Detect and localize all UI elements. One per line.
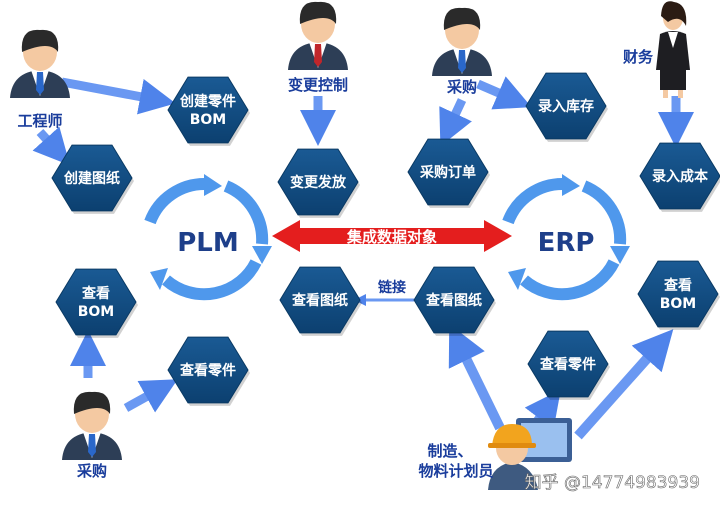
hex-view-parts-plm-shape: [167, 336, 249, 404]
integration-banner: 集成数据对象: [272, 220, 512, 252]
hex-purchase-order-label: 采购订单: [419, 164, 476, 181]
hex-create-parts-bom-label: BOM: [190, 112, 227, 128]
hex-cost-entry: 录入成本: [639, 142, 720, 212]
arrow-manufacturing-to-view-drawing: [448, 324, 505, 431]
role-purchasing-top: 采购: [446, 78, 477, 96]
hex-view-bom-plm-shape: [55, 268, 137, 336]
hex-create-drawing-shape: [51, 144, 133, 212]
hex-view-parts-erp-label: 查看零件: [540, 356, 596, 373]
manufacturing-figure: [488, 418, 572, 490]
hex-stock-entry-label: 录入库存: [538, 98, 594, 115]
hex-create-parts-bom-shape: [167, 76, 249, 144]
hex-stock-entry: 录入库存: [525, 72, 608, 142]
plm-cycle-heads: [150, 174, 272, 290]
hex-view-bom-erp: 查看 BOM: [637, 260, 720, 330]
hex-cost-entry-label: 录入成本: [652, 168, 709, 185]
hex-view-drawing-erp-shape: [413, 266, 495, 334]
watermark: 知乎 @14774983939: [525, 473, 700, 493]
erp-label: ERP: [538, 228, 595, 258]
engineer-figure: [10, 29, 70, 98]
arrow-purchasing-to-view-parts: [123, 379, 178, 413]
role-finance: 财务: [623, 48, 654, 66]
finance-figure: [656, 1, 690, 98]
integration-label: 集成数据对象: [346, 228, 437, 246]
hex-view-bom-plm-label: 查看: [82, 285, 110, 302]
erp-cycle-heads: [508, 174, 630, 290]
hex-create-drawing-label: 创建图纸: [63, 170, 120, 187]
arrow-engineer-to-create-bom: [61, 77, 176, 115]
hex-view-parts-erp: 查看零件: [527, 330, 610, 400]
hex-change-release-label: 变更发放: [290, 174, 347, 191]
hex-view-drawing-erp-label: 查看图纸: [426, 292, 482, 309]
hex-change-release: 变更发放: [277, 148, 360, 218]
hex-view-bom-erp-label: 查看: [664, 277, 692, 294]
purchasing-bottom-figure: [62, 391, 122, 460]
arrow-purchasing-to-order: [439, 98, 472, 147]
hex-view-bom-erp-shape: [637, 260, 719, 328]
flow-arrows: [32, 76, 694, 440]
hex-create-parts-bom-label: 创建零件: [179, 93, 236, 110]
arrow-manufacturing-to-view-bom: [574, 329, 674, 440]
plm-label: PLM: [177, 228, 239, 258]
erp-cycle: [502, 178, 627, 301]
hex-view-parts-erp-shape: [527, 330, 609, 398]
hex-purchase-order: 采购订单: [407, 138, 490, 208]
hex-create-drawing: 创建图纸: [51, 144, 134, 214]
arrow-engineer-to-create-drawing: [32, 126, 71, 166]
hex-view-drawing-plm-shape: [279, 266, 361, 334]
role-manufacturing-line2: 物料计划员: [418, 462, 493, 480]
hex-view-drawing-plm: 查看图纸: [279, 266, 362, 336]
role-manufacturing-line1: 制造、: [427, 442, 472, 460]
hex-change-release-shape: [277, 148, 359, 216]
purchasing-top-figure: [432, 7, 492, 76]
hex-view-drawing-erp: 查看图纸: [413, 266, 496, 336]
hex-view-bom-plm: 查看 BOM: [55, 268, 138, 338]
role-figures: [10, 1, 690, 490]
hex-view-bom-plm-label: BOM: [78, 304, 115, 320]
link-label: 链接: [378, 279, 406, 296]
plm-cycle: [144, 178, 269, 301]
role-change-control: 变更控制: [288, 76, 348, 94]
hex-stock-entry-shape: [525, 72, 607, 140]
hex-cost-entry-shape: [639, 142, 720, 210]
hex-purchase-order-shape: [407, 138, 489, 206]
role-engineer: 工程师: [17, 112, 62, 130]
hex-view-parts-plm: 查看零件: [167, 336, 250, 406]
hex-create-parts-bom: 创建零件 BOM: [167, 76, 250, 146]
arrow-purchasing-to-stock: [476, 76, 532, 110]
change-control-figure: [288, 1, 348, 70]
hex-view-parts-plm-label: 查看零件: [180, 362, 236, 379]
hex-view-drawing-plm-label: 查看图纸: [292, 292, 348, 309]
role-purchasing-bottom: 采购: [76, 462, 107, 480]
hex-view-bom-erp-label: BOM: [660, 296, 697, 312]
